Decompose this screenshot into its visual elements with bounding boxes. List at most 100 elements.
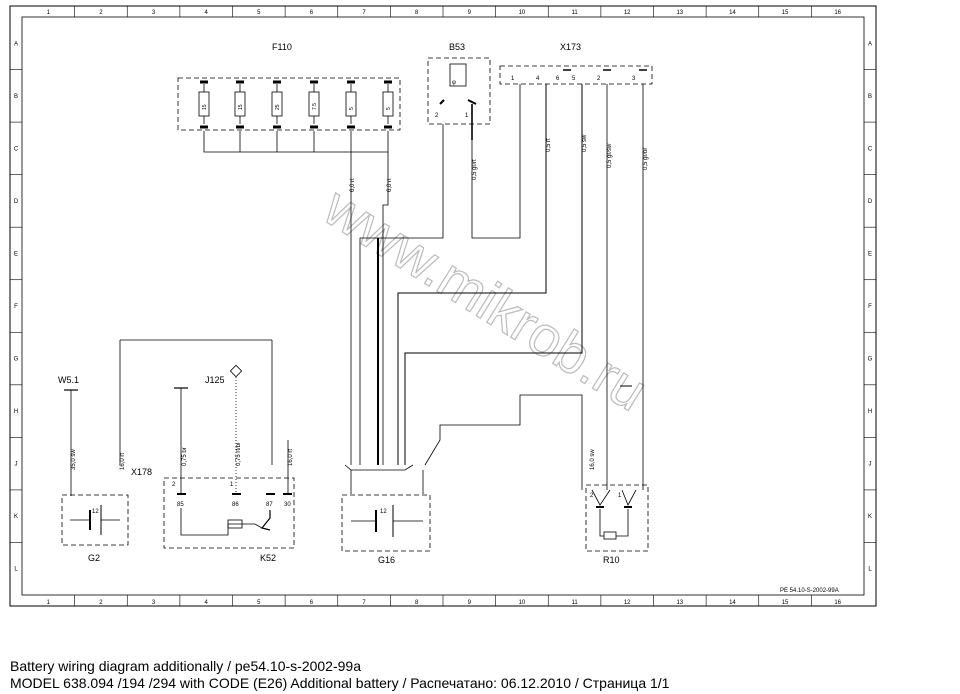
wire-k52-86-label: 0,75 rt/bl [236, 443, 242, 466]
grid-column-label: 3 [152, 600, 156, 606]
fuse [198, 91, 210, 117]
j125-label: J125 [205, 375, 225, 385]
r10-label: R10 [603, 555, 620, 565]
k52-terminal: 87 [266, 502, 273, 508]
fuse [345, 91, 357, 117]
wire-junction [344, 464, 414, 471]
fuse [271, 91, 283, 117]
b53-sensor-box [449, 63, 467, 87]
b53-contact [467, 99, 477, 105]
x178-label: X178 [131, 467, 152, 477]
grid-row-label: K [14, 514, 18, 520]
x173-pin: 3 [632, 76, 636, 82]
grid-column-label: 15 [782, 10, 789, 16]
wire-x173-4 [397, 84, 547, 465]
grid-column-label: 16 [834, 10, 841, 16]
grid-column-label: 12 [624, 10, 631, 16]
grid-row-label: F [14, 304, 18, 310]
grid-column-label: 4 [205, 600, 209, 606]
grid-row-label: D [868, 199, 873, 205]
wire-b53-pin1-loop [471, 84, 521, 239]
grid-column-label: 7 [362, 10, 366, 16]
j125-symbol [229, 364, 243, 378]
k52-switch [260, 510, 271, 531]
grid-column-label: 1 [47, 10, 51, 16]
g2-battery [61, 494, 129, 546]
fuse [234, 91, 246, 117]
grid-row-label: K [868, 514, 872, 520]
k52-relay [163, 477, 295, 549]
grid-column-label: 10 [519, 10, 526, 16]
grid-column-label: 2 [99, 600, 103, 606]
wire-g16-right [424, 394, 583, 490]
grid-row-label: B [14, 94, 18, 100]
r10-internal-wire [599, 509, 604, 537]
wire-x173-2-label: 0,5 gr/sw [607, 143, 613, 168]
x173-pin: 5 [572, 76, 576, 82]
grid-column-label: 2 [99, 10, 103, 16]
r10-switch [621, 489, 637, 506]
grid-column-label: 8 [415, 10, 419, 16]
wire-x173-3-label: 0,5 gr/br [643, 148, 649, 170]
fuse-rating: 15 [238, 104, 244, 110]
wire-b53-out-label: 0,5 gr/rt [472, 159, 478, 180]
fuse [382, 91, 394, 117]
grid-column-label: 13 [676, 10, 683, 16]
grid-row-label: C [868, 146, 873, 152]
fuse-rating: 15 [202, 104, 208, 110]
r10-resistor [603, 531, 617, 540]
fuse-rating: 7.5 [312, 103, 318, 110]
b53-pin-1: 1 [465, 113, 469, 119]
grid-row-label: G [868, 357, 873, 363]
b53-pin-2: 2 [435, 113, 439, 119]
b53-contact [439, 99, 445, 105]
grid-column-label: 8 [415, 600, 419, 606]
wire-b53-pin2 [359, 124, 444, 465]
f110-fuse-block [177, 77, 401, 131]
k52-terminal: 86 [232, 502, 239, 508]
grid-row-label: J [869, 462, 872, 468]
grid-column-label: 11 [571, 600, 578, 606]
wire-f110-a-label: 6,0 rt [350, 178, 356, 192]
r10-internal-wire [616, 509, 629, 537]
wire-f110-b [382, 152, 389, 465]
wire-x173-5 [404, 84, 583, 465]
k52-internal-wire [180, 508, 263, 536]
r10-pin-1: 1 [618, 493, 622, 499]
k52-terminal: 85 [177, 502, 184, 508]
wire-x173-4-label: 0,5 rt [546, 138, 552, 152]
k52-terminal: 30 [284, 502, 291, 508]
grid-column-label: 14 [729, 600, 736, 606]
grid-column-label: 5 [257, 10, 261, 16]
r10-pin-2: 2 [590, 493, 594, 499]
grid-row-label: L [14, 567, 18, 573]
x173-pin: 6 [556, 76, 560, 82]
x173-label: X173 [560, 42, 581, 52]
grid-row-label: C [14, 146, 19, 152]
x173-connector [499, 65, 653, 85]
grid-column-label: 12 [624, 600, 631, 606]
fuse-rating: 25 [275, 104, 281, 110]
grid-row-label: E [14, 251, 18, 257]
footer-title: Battery wiring diagram additionally / pe… [10, 658, 361, 674]
grid-row-label: E [868, 251, 872, 257]
grid-column-label: 7 [362, 600, 366, 606]
grid-row-label: F [868, 304, 872, 310]
footer-details: MODEL 638.094 /194 /294 with CODE (E26) … [10, 675, 670, 691]
g16-label: G16 [378, 555, 395, 565]
wire-k52-85-label: 0,75 br [182, 447, 188, 466]
x173-pin: 4 [536, 76, 540, 82]
f110-label: F110 [272, 42, 292, 52]
grid-row-label: L [868, 567, 872, 573]
grid-column-label: 15 [782, 600, 789, 606]
watermark: www.mikrob.ru [313, 174, 659, 423]
wire-x173-5-label: 0,5 sw [582, 134, 588, 152]
grid-column-label: 6 [310, 600, 314, 606]
grid-column-label: 14 [729, 10, 736, 16]
grid-row-label: G [14, 357, 19, 363]
x173-pin: 2 [597, 76, 601, 82]
